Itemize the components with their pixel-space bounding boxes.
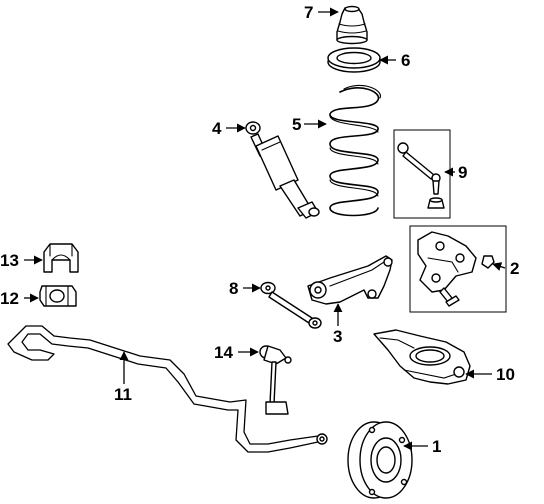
part-knuckle (417, 231, 495, 307)
part-hub-bearing (347, 421, 413, 499)
part-spring-insulator (327, 47, 381, 73)
part-shock-absorber (245, 121, 320, 219)
part-stabilizer-link-lower (259, 345, 292, 415)
part-stabilizer-bushing (39, 285, 77, 307)
callout-6: 6 (401, 51, 410, 70)
callout-11: 11 (114, 385, 132, 404)
part-coil-spring (329, 84, 381, 217)
part-2-box (409, 225, 507, 313)
callout-13: 13 (0, 251, 19, 270)
callout-9: 9 (458, 163, 467, 182)
callout-5: 5 (292, 115, 301, 134)
callout-7: 7 (304, 3, 313, 22)
callout-14: 14 (214, 343, 233, 362)
callout-8: 8 (229, 279, 238, 298)
callout-3: 3 (333, 327, 342, 346)
part-bump-stop (336, 5, 368, 45)
callout-10: 10 (496, 365, 515, 384)
leader-lines (24, 7, 506, 451)
callout-2: 2 (510, 259, 519, 278)
callout-labels: 7 6 5 4 9 2 8 3 10 1 13 12 11 14 (0, 3, 519, 456)
callout-1: 1 (432, 437, 441, 456)
callout-4: 4 (212, 119, 222, 138)
part-lower-control-arm (373, 329, 471, 385)
part-stabilizer-bracket (43, 243, 79, 273)
part-lateral-link (260, 281, 322, 329)
part-stabilizer-link-upper (397, 142, 445, 209)
callout-12: 12 (0, 289, 19, 308)
part-upper-control-arm (307, 255, 393, 305)
part-stabilizer-bar (7, 325, 328, 453)
